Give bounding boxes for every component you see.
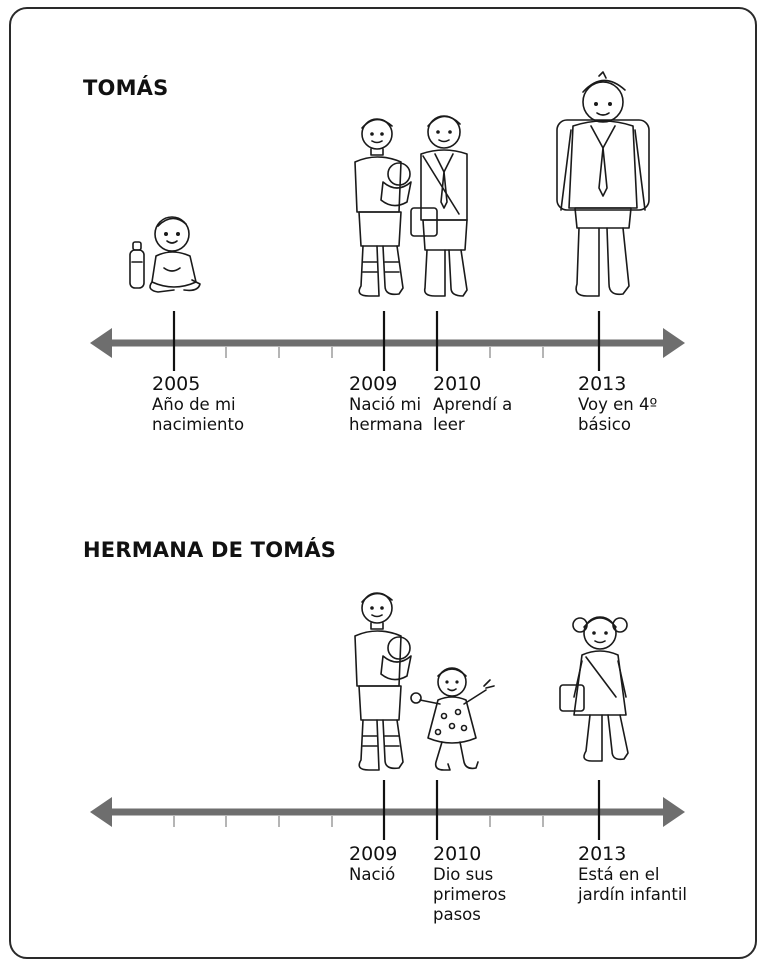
event-description: jardín infantil [578, 885, 688, 904]
event-year: 2009 [349, 843, 398, 865]
event-description: Aprendí a [433, 395, 513, 414]
event-year: 2005 [152, 373, 201, 395]
event-description: Año de mi [152, 395, 236, 414]
timeline-axis [90, 780, 685, 840]
timeline-axis [90, 311, 685, 371]
event-description: hermana [349, 415, 423, 434]
event-label: 2010 Dio sus primeros pasos [433, 843, 506, 925]
event-description: nacimiento [152, 415, 245, 434]
boy-holding-baby-icon [354, 118, 412, 297]
arrow-right-icon [663, 328, 685, 358]
student-with-backpack-icon [556, 71, 650, 297]
girl-with-schoolbag-icon [559, 616, 629, 762]
event-label: 2013 Voy en 4º básico [578, 373, 657, 435]
event-description: primeros [433, 885, 507, 904]
event-year: 2009 [349, 373, 398, 395]
event-description: pasos [433, 905, 481, 924]
event-description: Nació [349, 865, 396, 884]
event-description: leer [433, 415, 465, 434]
event-label: 2010 Aprendí a leer [433, 373, 512, 435]
section-title-tomas: TOMÁS [83, 76, 169, 100]
boy-holding-baby-icon [354, 592, 412, 771]
event-year: 2013 [578, 843, 627, 865]
arrow-left-icon [90, 797, 112, 827]
event-description: Voy en 4º [578, 395, 658, 414]
event-year: 2010 [433, 843, 482, 865]
page-frame [9, 7, 757, 959]
event-description: Está en el [578, 865, 660, 884]
event-year: 2010 [433, 373, 482, 395]
toddler-girl-walking-icon [410, 667, 495, 771]
event-label: 2009 Nació mi hermana [349, 373, 423, 435]
baby-icon [129, 216, 201, 293]
event-label: 2009 Nació [349, 843, 397, 885]
arrow-left-icon [90, 328, 112, 358]
event-year: 2013 [578, 373, 627, 395]
section-title-hermana: HERMANA DE TOMÁS [83, 538, 337, 562]
event-description: básico [578, 415, 631, 434]
arrow-right-icon [663, 797, 685, 827]
event-description: Nació mi [349, 395, 422, 414]
event-label: 2005 Año de mi nacimiento [152, 373, 244, 435]
schoolboy-icon [410, 115, 468, 297]
event-description: Dio sus [433, 865, 494, 884]
event-label: 2013 Está en el jardín infantil [578, 843, 687, 905]
